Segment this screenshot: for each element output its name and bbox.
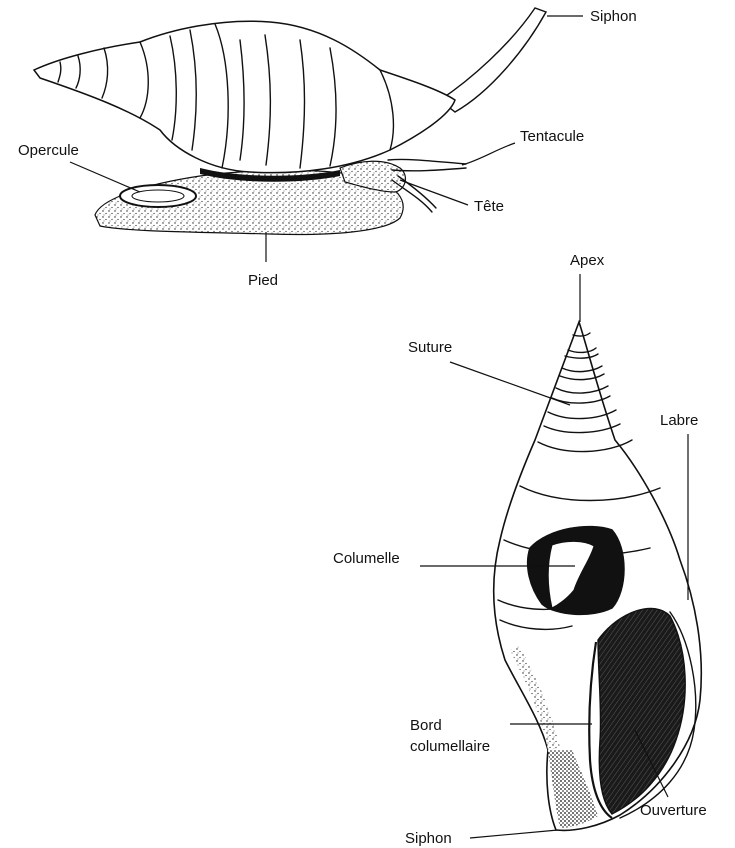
label-ouverture: Ouverture xyxy=(640,802,707,819)
snail-siphon xyxy=(440,8,546,112)
label-columelle: Columelle xyxy=(333,550,400,567)
label-labre: Labre xyxy=(660,412,698,429)
label-siphon-top: Siphon xyxy=(590,8,637,25)
label-opercule: Opercule xyxy=(18,142,79,159)
label-suture: Suture xyxy=(408,339,452,356)
shell-illustration xyxy=(494,322,702,830)
label-columellaire: columellaire xyxy=(410,738,490,755)
shell-aperture xyxy=(598,608,685,814)
label-bord: Bord xyxy=(410,717,442,734)
snail-illustration xyxy=(34,8,546,234)
label-pied: Pied xyxy=(248,272,278,289)
label-tentacule: Tentacule xyxy=(520,128,584,145)
label-tete: Tête xyxy=(474,198,504,215)
label-apex: Apex xyxy=(570,252,605,269)
label-siphon-bottom: Siphon xyxy=(405,830,452,847)
